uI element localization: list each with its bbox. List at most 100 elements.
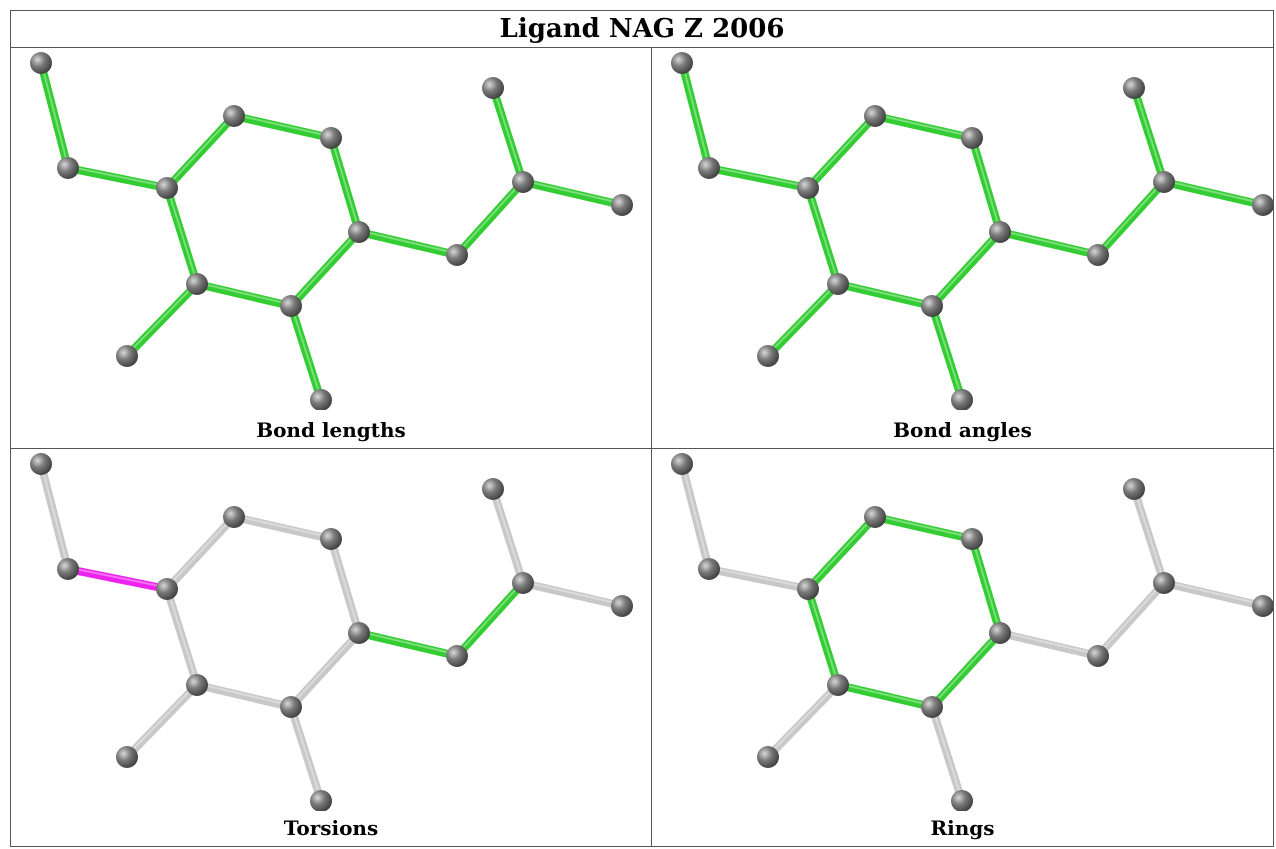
atom-C6 <box>1087 244 1109 266</box>
bond-C4-C3 <box>834 681 936 711</box>
bond-C1-O5 <box>230 513 335 543</box>
bond-shine-C6-N2 <box>1097 580 1165 656</box>
bond-shine-O5-C5 <box>971 537 1001 632</box>
bond-shine-N2-O6 <box>1133 86 1165 181</box>
bond-C1-O5 <box>871 112 976 142</box>
atom-C5 <box>989 622 1011 644</box>
atom-O3 <box>757 345 779 367</box>
atom-C4 <box>921 696 943 718</box>
atom-C2 <box>797 578 819 600</box>
bond-shine-C7-C2 <box>708 165 809 188</box>
atom-C2 <box>156 578 178 600</box>
bond-shine-C6-N2 <box>1097 179 1165 255</box>
molecule-view-bond-lengths <box>30 52 633 410</box>
bond-shine-C4-C3 <box>196 281 292 306</box>
bond-shine-C8-C7 <box>40 61 69 167</box>
bond-shine-C3-C2 <box>166 587 198 684</box>
bond-C7-C2 <box>705 164 812 192</box>
atom-O4 <box>951 389 973 410</box>
bond-shine-C8-C7 <box>681 61 710 167</box>
bond-shine-N2-O6 <box>492 487 524 582</box>
bond-N2-O7 <box>519 178 626 209</box>
bond-shine-C8-C7 <box>681 462 710 568</box>
atom-C1 <box>864 506 886 528</box>
atom-O3 <box>116 345 138 367</box>
atom-O3 <box>116 746 138 768</box>
bond-C2-C1 <box>163 112 238 192</box>
panel-caption: Bond lengths <box>256 418 406 442</box>
atom-C7 <box>57 558 79 580</box>
bond-shine-N2-O7 <box>522 580 623 606</box>
bond-shine-C1-O5 <box>874 113 973 138</box>
bond-shine-C2-C1 <box>166 514 235 589</box>
bond-shine-C6-N2 <box>456 580 524 656</box>
atom-O6 <box>1123 478 1145 500</box>
bond-C4-O4 <box>928 703 966 805</box>
bond-C6-N2 <box>1094 178 1168 259</box>
atom-C5 <box>348 622 370 644</box>
atom-C1 <box>223 506 245 528</box>
atom-C4 <box>280 295 302 317</box>
bond-C6-N2 <box>453 178 527 259</box>
atom-O5 <box>961 528 983 550</box>
atom-C8 <box>671 52 693 74</box>
atom-C7 <box>698 558 720 580</box>
atom-N2 <box>1153 572 1175 594</box>
bond-shine-C4-C3 <box>837 682 933 707</box>
bond-shine-C4-C3 <box>837 281 933 306</box>
panel-torsions: Torsions <box>11 448 651 846</box>
atom-O5 <box>961 127 983 149</box>
bond-shine-C4-O4 <box>931 705 963 800</box>
atom-C4 <box>280 696 302 718</box>
bond-shine-C3-O3 <box>126 281 198 356</box>
bond-shine-O5-C5 <box>971 136 1001 231</box>
bond-C4-O4 <box>287 302 325 404</box>
atom-O7 <box>1252 194 1273 216</box>
bond-N2-O6 <box>489 84 527 186</box>
bond-O5-C5 <box>968 535 1004 637</box>
bond-C5-C4 <box>287 228 363 310</box>
bond-C3-O3 <box>123 280 201 360</box>
panel-rings: Rings <box>651 448 1273 846</box>
bond-shine-C1-O5 <box>233 113 332 138</box>
bond-C4-C3 <box>193 280 295 310</box>
molecule-view-rings <box>671 453 1273 811</box>
bond-shine-C5-C4 <box>290 229 360 306</box>
bond-shine-C5-C6 <box>358 630 458 656</box>
bond-C5-C4 <box>928 629 1004 711</box>
bond-C4-O4 <box>928 302 966 404</box>
atom-C1 <box>864 105 886 127</box>
atom-C3 <box>186 674 208 696</box>
bond-shine-C5-C6 <box>999 229 1099 255</box>
atom-C7 <box>698 157 720 179</box>
figure-frame: Ligand NAG Z 2006 Bond lengths Bond angl… <box>10 10 1274 847</box>
atom-O7 <box>611 595 633 617</box>
bond-shine-C1-O5 <box>233 514 332 539</box>
bond-shine-C2-C1 <box>166 113 235 188</box>
bond-C5-C6 <box>355 228 461 259</box>
panel-caption: Rings <box>930 816 995 840</box>
bond-shine-C3-O3 <box>767 281 839 356</box>
bond-O5-C5 <box>327 535 363 637</box>
bond-shine-N2-O7 <box>1163 179 1264 205</box>
atom-N2 <box>512 572 534 594</box>
atom-O6 <box>482 77 504 99</box>
atom-O4 <box>310 790 332 811</box>
atom-O5 <box>320 528 342 550</box>
atom-C3 <box>827 674 849 696</box>
bond-C3-C2 <box>163 585 201 689</box>
bond-shine-C5-C4 <box>290 630 360 707</box>
atom-C8 <box>30 52 52 74</box>
bond-shine-N2-O7 <box>522 179 623 205</box>
atom-C8 <box>30 453 52 475</box>
bond-C2-C1 <box>804 112 879 192</box>
bond-C2-C1 <box>163 513 238 593</box>
bond-C5-C4 <box>287 629 363 711</box>
bond-C7-C2 <box>705 565 812 593</box>
bond-C5-C4 <box>928 228 1004 310</box>
atom-O6 <box>482 478 504 500</box>
atom-C6 <box>1087 645 1109 667</box>
bond-shine-O5-C5 <box>330 537 360 632</box>
bond-C1-O5 <box>871 513 976 543</box>
bond-C3-C2 <box>804 585 842 689</box>
